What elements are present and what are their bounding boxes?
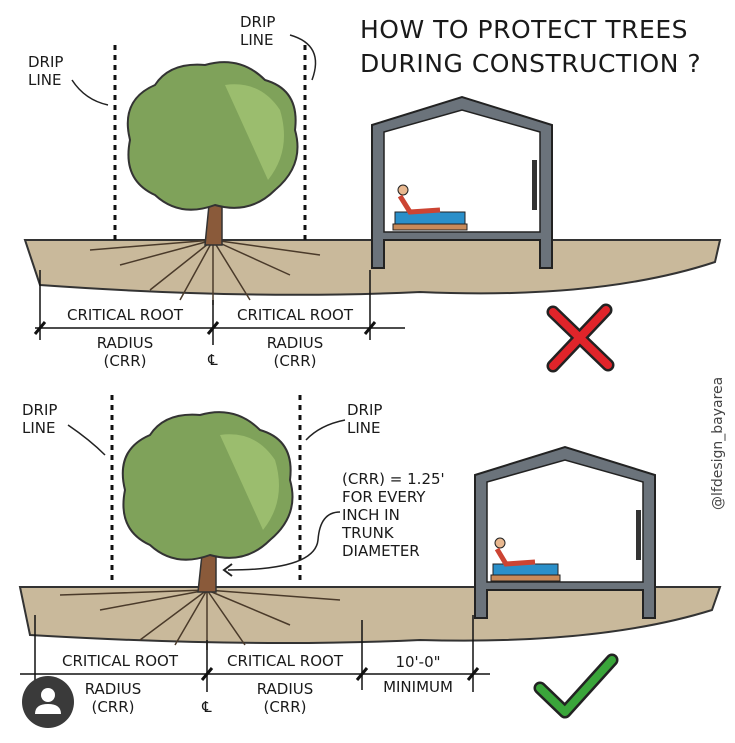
bottom-centerline: ℄ (201, 698, 212, 716)
top-drip-right-1: DRIP (240, 13, 275, 31)
green-check-icon (533, 653, 619, 719)
note-line-1: (CRR) = 1.25' (342, 470, 445, 488)
bottom-drip-right-1: DRIP (347, 401, 382, 419)
top-drip-right-2: LINE (240, 31, 273, 49)
profile-avatar-button[interactable] (22, 676, 74, 728)
setback-distance: 10'-0" (395, 653, 440, 671)
bottom-crr-right-3: (CRR) (263, 698, 306, 716)
crr-note: (CRR) = 1.25' FOR EVERY INCH IN TRUNK DI… (222, 470, 445, 577)
bottom-crr-right-1: CRITICAL ROOT (227, 652, 344, 670)
note-line-3: INCH IN (342, 506, 400, 524)
title-line-2: DURING CONSTRUCTION ? (360, 49, 701, 78)
top-panel: DRIP LINE DRIP LINE CRITICAL ROOT RADIUS… (23, 13, 722, 373)
watermark: @lfdesign_bayarea (710, 377, 726, 510)
top-drip-left-1: DRIP (28, 53, 63, 71)
bottom-drip-right-2: LINE (347, 419, 380, 437)
top-crr-left-1: CRITICAL ROOT (67, 306, 184, 324)
top-crr-right-1: CRITICAL ROOT (237, 306, 354, 324)
top-roots (89, 239, 321, 305)
user-icon (35, 688, 61, 714)
bottom-panel: DRIP LINE DRIP LINE (CRR) = 1.25' FOR EV… (18, 395, 722, 719)
bottom-tree (121, 411, 294, 593)
bottom-crr-right-2: RADIUS (257, 680, 314, 698)
top-crr-right-2: RADIUS (267, 334, 324, 352)
note-line-4: TRUNK (341, 524, 395, 542)
top-crr-left-3: (CRR) (103, 352, 146, 370)
top-drip-left-2: LINE (28, 71, 61, 89)
title-line-1: HOW TO PROTECT TREES (360, 15, 688, 44)
top-crr-left-2: RADIUS (97, 334, 154, 352)
note-line-5: DIAMETER (342, 542, 420, 560)
top-dimension (33, 270, 405, 345)
top-drip-left-arrow (71, 79, 109, 106)
note-line-2: FOR EVERY (342, 488, 426, 506)
top-drip-right-arrow (289, 34, 317, 81)
top-centerline: ℄ (207, 351, 218, 369)
setback-label: MINIMUM (383, 678, 453, 696)
top-crr-right-3: (CRR) (273, 352, 316, 370)
bottom-dimension (20, 615, 490, 692)
bottom-ground (18, 586, 722, 645)
bottom-drip-left-1: DRIP (22, 401, 57, 419)
bottom-drip-right-arrow (305, 419, 346, 441)
bottom-drip-left-arrow (67, 424, 106, 456)
top-house (371, 95, 553, 269)
top-tree (126, 61, 299, 246)
bottom-house (474, 445, 656, 619)
bottom-crr-left-1: CRITICAL ROOT (62, 652, 179, 670)
bottom-roots (59, 589, 341, 650)
red-x-icon (546, 303, 615, 373)
bottom-crr-left-3: (CRR) (91, 698, 134, 716)
bottom-crr-left-2: RADIUS (85, 680, 142, 698)
bottom-drip-left-2: LINE (22, 419, 55, 437)
